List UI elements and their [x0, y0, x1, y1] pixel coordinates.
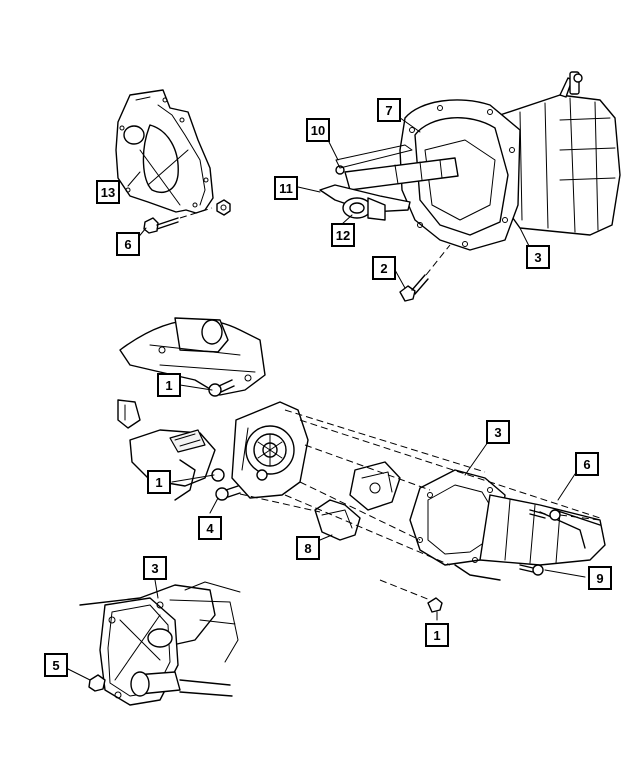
callout-5-label: 5 — [52, 657, 60, 673]
upper-bolt-2 — [399, 274, 429, 302]
callout-1-lower: 1 — [425, 623, 449, 647]
retaining-clip — [335, 165, 345, 175]
callout-8: 8 — [296, 536, 320, 560]
callout-11-label: 11 — [279, 180, 293, 196]
release-bearing — [342, 197, 386, 221]
callout-11: 11 — [274, 176, 298, 200]
callout-3-detail: 3 — [143, 556, 167, 580]
flywheel-clutch — [231, 401, 309, 499]
plate-bolt — [143, 217, 179, 234]
callout-2: 2 — [372, 256, 396, 280]
plate-nut — [216, 199, 231, 216]
engine-bolts — [208, 379, 268, 501]
callout-1-middle: 1 — [147, 470, 171, 494]
callout-1-upper-label: 1 — [165, 377, 173, 393]
callout-3-upper-label: 3 — [534, 249, 542, 265]
callout-9-label: 9 — [596, 570, 604, 586]
upper-transmission — [319, 71, 621, 251]
callout-3-middle: 3 — [486, 420, 510, 444]
callout-6-lower: 6 — [575, 452, 599, 476]
callout-8-label: 8 — [304, 540, 312, 556]
callout-5: 5 — [44, 653, 68, 677]
callout-13-label: 13 — [100, 184, 116, 200]
exploded-view-guides — [239, 409, 601, 601]
callout-13: 13 — [96, 180, 120, 204]
engine-block — [117, 317, 266, 501]
lower-transmission — [409, 469, 606, 581]
detail-view-transmission — [79, 581, 241, 706]
callout-4-label: 4 — [206, 520, 214, 536]
tail-bolts — [427, 509, 561, 613]
callout-3-detail-label: 3 — [151, 560, 159, 576]
callout-6-lower-label: 6 — [583, 456, 591, 472]
callout-10-label: 10 — [310, 122, 326, 138]
callout-1-middle-label: 1 — [155, 474, 163, 490]
callout-7: 7 — [377, 98, 401, 122]
callout-9: 9 — [588, 566, 612, 590]
callout-1-lower-label: 1 — [433, 627, 441, 643]
callout-12: 12 — [331, 223, 355, 247]
callout-1-upper: 1 — [157, 373, 181, 397]
adapter-plate — [115, 89, 214, 214]
detail-plug — [88, 674, 106, 692]
callout-4: 4 — [198, 516, 222, 540]
callout-7-label: 7 — [385, 102, 393, 118]
callout-12-label: 12 — [335, 227, 351, 243]
callout-2-label: 2 — [380, 260, 388, 276]
dust-shield-8 — [314, 499, 361, 541]
callout-3-upper: 3 — [526, 245, 550, 269]
callout-6-upper-label: 6 — [124, 236, 132, 252]
callout-6-upper: 6 — [116, 232, 140, 256]
callout-10: 10 — [306, 118, 330, 142]
callout-3-middle-label: 3 — [494, 424, 502, 440]
crossmember-bracket — [349, 461, 401, 511]
